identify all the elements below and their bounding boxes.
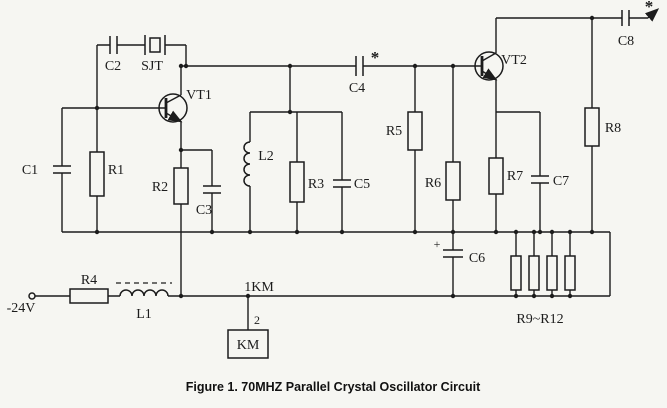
crystal-sjt: SJT — [141, 35, 166, 74]
label-relay-pin: 2 — [254, 313, 260, 327]
label-r9-r12: R9~R12 — [516, 312, 563, 327]
label-r3: R3 — [308, 177, 324, 192]
capacitor-c5: C5 — [333, 177, 370, 192]
label-c6: C6 — [469, 251, 485, 266]
label-c1: C1 — [22, 163, 38, 178]
relay-coil-box — [227, 329, 269, 359]
resistor-r8: R8 — [584, 107, 621, 147]
capacitor-c8: * C8 — [618, 0, 660, 49]
label-r2: R2 — [152, 180, 168, 195]
label-l1: L1 — [136, 307, 152, 322]
label-c8-star: * — [645, 0, 654, 16]
resistor-r1: R1 — [89, 151, 124, 197]
resistor-r5: R5 — [386, 111, 423, 151]
junction-dots — [94, 15, 595, 299]
capacitor-c3: C3 — [196, 185, 221, 218]
label-l2: L2 — [258, 149, 274, 164]
label-r1: R1 — [108, 163, 124, 178]
label-sjt: SJT — [141, 59, 163, 74]
label-c5: C5 — [354, 177, 370, 192]
label-r8: R8 — [605, 121, 621, 136]
resistor-bank-r9-r12: R9~R12 — [510, 255, 576, 327]
transistor-vt1: VT1 — [158, 88, 212, 123]
relay-km: 1KM 2 KM — [227, 280, 274, 359]
transistor-vt2: VT2 — [474, 51, 527, 81]
supply-terminal: -24V — [7, 292, 36, 316]
capacitor-c1: C1 — [22, 163, 71, 178]
capacitor-c4: * C4 — [349, 48, 379, 96]
inductor-l2: L2 — [243, 141, 274, 187]
wires — [35, 17, 648, 330]
label-c4: C4 — [349, 81, 365, 96]
label-c4-star: * — [371, 48, 380, 67]
label-c2: C2 — [105, 59, 121, 74]
label-r6: R6 — [425, 176, 441, 191]
label-c6-plus: + — [434, 237, 441, 251]
label-relay: KM — [237, 338, 260, 353]
label-c3: C3 — [196, 203, 212, 218]
resistor-r6: R6 — [425, 161, 461, 201]
capacitor-c7: C7 — [531, 174, 569, 189]
label-c7: C7 — [553, 174, 569, 189]
inductor-l1: L1 — [116, 282, 172, 322]
label-supply: -24V — [7, 301, 36, 316]
capacitor-c6: + C6 — [434, 237, 486, 266]
resistor-r3: R3 — [289, 161, 324, 203]
label-r7: R7 — [507, 169, 523, 184]
label-c8: C8 — [618, 34, 634, 49]
label-relay-contact: 1KM — [244, 280, 274, 295]
label-r5: R5 — [386, 124, 402, 139]
label-r4: R4 — [81, 273, 97, 288]
label-vt1: VT1 — [186, 88, 212, 103]
resistor-r7: R7 — [488, 157, 523, 195]
output-arrow — [644, 8, 660, 22]
figure-caption: Figure 1. 70MHZ Parallel Crystal Oscilla… — [186, 380, 481, 394]
resistor-r4: R4 — [69, 273, 109, 304]
label-vt2: VT2 — [501, 53, 527, 68]
resistor-r2: R2 — [152, 167, 189, 205]
capacitor-c2: C2 — [105, 36, 121, 74]
